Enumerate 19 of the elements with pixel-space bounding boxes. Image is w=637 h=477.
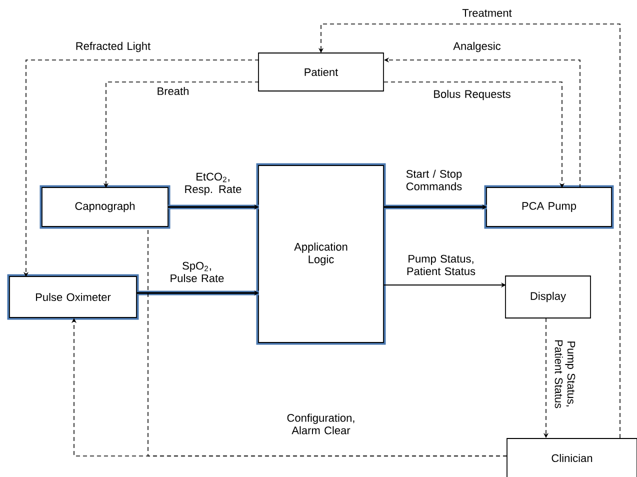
edge-label: SpO$_{2}$, Pulse Rate (170, 262, 224, 282)
arrow (384, 82, 565, 188)
edge-label: Start / Stop Commands (406, 170, 462, 190)
edge-label: Breath (158, 86, 188, 96)
process-box: Patient (258, 52, 384, 92)
process-box: Pulse Oximeter (7, 274, 139, 320)
edge-label: Treatment (462, 9, 512, 17)
edge-label: EtCO$_{2}$, Resp. Rate (185, 172, 242, 196)
edge-label: Pump Status, Patient Status (407, 254, 476, 276)
process-box: Display (505, 276, 591, 318)
process-box: Application Logic (256, 163, 386, 345)
process-box: PCA Pump (484, 185, 614, 229)
edge-label: Analgesic (453, 42, 501, 52)
process-box: Capnograph (40, 185, 170, 229)
edge-label: Configuration, Alarm Clear (287, 414, 354, 434)
edge-label: Bolus Requests (434, 90, 510, 100)
edge-label: Pump Status, Patient Status (554, 340, 576, 408)
edge-label: Refracted Light (76, 42, 151, 52)
process-box: Clinician (506, 438, 637, 477)
